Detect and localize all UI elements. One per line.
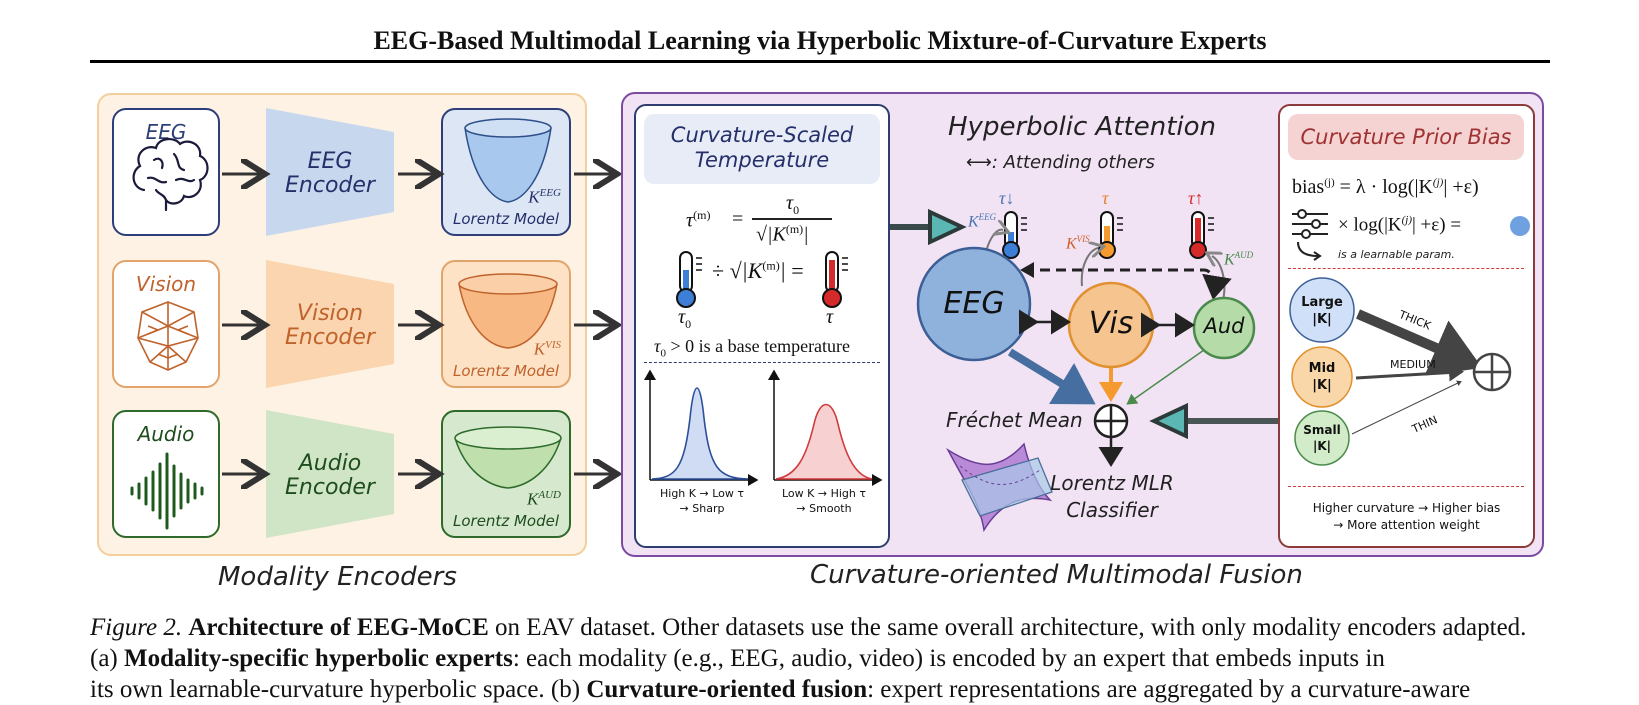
temperature-divider [644, 362, 880, 363]
audio-lorentz-model: KAUD Lorentz Model [441, 410, 571, 538]
aggregate-oplus-icon [1472, 352, 1512, 392]
prior-footer: Higher curvature → Higher bias→ More att… [1312, 501, 1501, 532]
times-formula: × log(|K(j)| +ε) = [1338, 214, 1462, 236]
tau0-label: τ0 [678, 306, 692, 331]
k-aud-symbol: K [527, 490, 539, 509]
k-eeg-label: KEEG [968, 212, 997, 231]
bias-formula: bias(j) = λ · log(|K(j)| +ε) [1292, 176, 1479, 198]
mid-k-label: Mid|K| [1308, 361, 1336, 393]
temperature-title: Curvature-Scaled Temperature [644, 114, 880, 184]
curvature-weights [1289, 277, 1512, 466]
vision-lorentz-label: Lorentz Model [453, 362, 559, 380]
frechet-mean-label: Fréchet Mean [946, 408, 1083, 432]
tau-label: τ [826, 306, 834, 328]
attention-title: Hyperbolic Attention [948, 112, 1216, 142]
curvature-temperature-box: Curvature-Scaled Temperature τ(m) = τ0 √… [634, 104, 890, 548]
vision-encoder-line2: Encoder [285, 325, 375, 350]
learnable-param-note: is a learnable param. [1338, 248, 1455, 261]
smooth-label: Low K → High τ→ Smooth [782, 487, 866, 515]
temperature-formula: τ(m) = τ0 √|K(m)| [686, 192, 886, 248]
eeg-modality-box: EEG [112, 108, 220, 236]
temperature-title-line1: Curvature-Scaled [670, 123, 854, 147]
fusion-caption: Curvature-oriented Multimodal Fusion [810, 560, 1303, 590]
modality-encoders-caption: Modality Encoders [218, 562, 457, 592]
k-vis-symbol: K [533, 340, 546, 359]
slider-icon [1292, 209, 1328, 261]
prior-title: Curvature Prior Bias [1288, 114, 1524, 160]
tau-vis-label: τ [1102, 188, 1109, 208]
k-eeg-symbol: K [528, 188, 540, 207]
figure-title: EEG-Based Multimodal Learning via Hyperb… [373, 26, 1267, 55]
attention-legend: ⟷: Attending others [966, 152, 1155, 173]
thermometer-hot-icon [822, 251, 848, 308]
temperature-title-line2: Temperature [694, 148, 830, 172]
k-aud-label: KAUD [1224, 250, 1254, 269]
vis-node-label: Vis [1088, 306, 1134, 341]
vision-modality-box: Vision [112, 260, 220, 388]
audio-encoder: Audio Encoder [266, 410, 394, 538]
title-rule [90, 60, 1550, 63]
vision-modality-label: Vision [135, 272, 197, 296]
k-vis-sup: VIS [545, 339, 561, 352]
audio-encoder-line2: Encoder [285, 475, 375, 500]
k-vis-label: KVIS [1066, 234, 1090, 253]
prior-divider-top [1288, 268, 1524, 269]
eeg-encoder-line2: Encoder [285, 173, 375, 198]
medium-arrow [1355, 363, 1464, 382]
smooth-distribution [768, 369, 883, 486]
vision-encoder: Vision Encoder [266, 260, 394, 388]
base-temperature-note: τ0 > 0 is a base temperature [654, 336, 851, 360]
sharp-distribution [644, 369, 759, 486]
curvature-prior-box: Curvature Prior Bias bias(j) = λ · log(|… [1278, 104, 1535, 548]
eeg-encoder: EEG Encoder [266, 108, 394, 236]
vision-encoder-line1: Vision [296, 301, 364, 326]
hyperboloid-icon [454, 426, 562, 489]
distribution-plots [644, 369, 883, 486]
hyperboloid-icon [464, 118, 552, 203]
small-k-label: Small|K| [1303, 423, 1341, 453]
small-k-node [1294, 410, 1350, 466]
figure-caption: Figure 2. Architecture of EEG-MoCE on EA… [90, 612, 1552, 705]
brain-icon [132, 138, 209, 212]
vision-lorentz-model: KVIS Lorentz Model [441, 260, 571, 388]
eeg-encoder-line1: EEG [307, 149, 353, 174]
audio-modality-label: Audio [137, 422, 195, 446]
thin-arrow [1351, 380, 1462, 435]
k-aud-sup: AUD [538, 489, 561, 502]
thermometer-equation [676, 251, 848, 308]
thermometer-cold-icon [676, 251, 702, 308]
thermometer-equation-text: ÷ √|K(m)| = [712, 258, 804, 283]
prior-divider-bottom [1288, 486, 1524, 487]
large-k-node [1289, 277, 1355, 343]
k-eeg-sup: EEG [539, 187, 561, 200]
waveform-icon [130, 452, 204, 530]
mid-k-node [1291, 346, 1353, 408]
audio-lorentz-label: Lorentz Model [453, 512, 559, 530]
caption-line-1: Figure 2. Architecture of EEG-MoCE on EA… [90, 614, 1527, 672]
caption-line-3: its own learnable-curvature hyperbolic s… [90, 676, 1471, 703]
hyperboloid-icon [458, 273, 558, 349]
bidirectional-arrow-icon: ⟷ [966, 152, 992, 173]
eeg-lorentz-model: KEEG Lorentz Model [441, 108, 571, 236]
aud-node-label: Aud [1203, 314, 1245, 338]
sharp-label: High K → Low τ→ Sharp [660, 487, 744, 515]
eeg-lorentz-label: Lorentz Model [453, 210, 559, 228]
large-k-label: Large|K| [1301, 295, 1343, 327]
thick-arrow [1356, 309, 1483, 376]
tau-aud-label: τ↑ [1188, 188, 1204, 208]
tau-eeg-label: τ↓ [999, 188, 1015, 208]
learnable-param-dot [1510, 216, 1530, 236]
audio-encoder-line1: Audio [298, 451, 362, 476]
audio-modality-box: Audio [112, 410, 220, 538]
medium-label: MEDIUM [1390, 358, 1436, 371]
face-mesh-icon [137, 301, 199, 371]
eeg-node-label: EEG [943, 286, 1005, 321]
